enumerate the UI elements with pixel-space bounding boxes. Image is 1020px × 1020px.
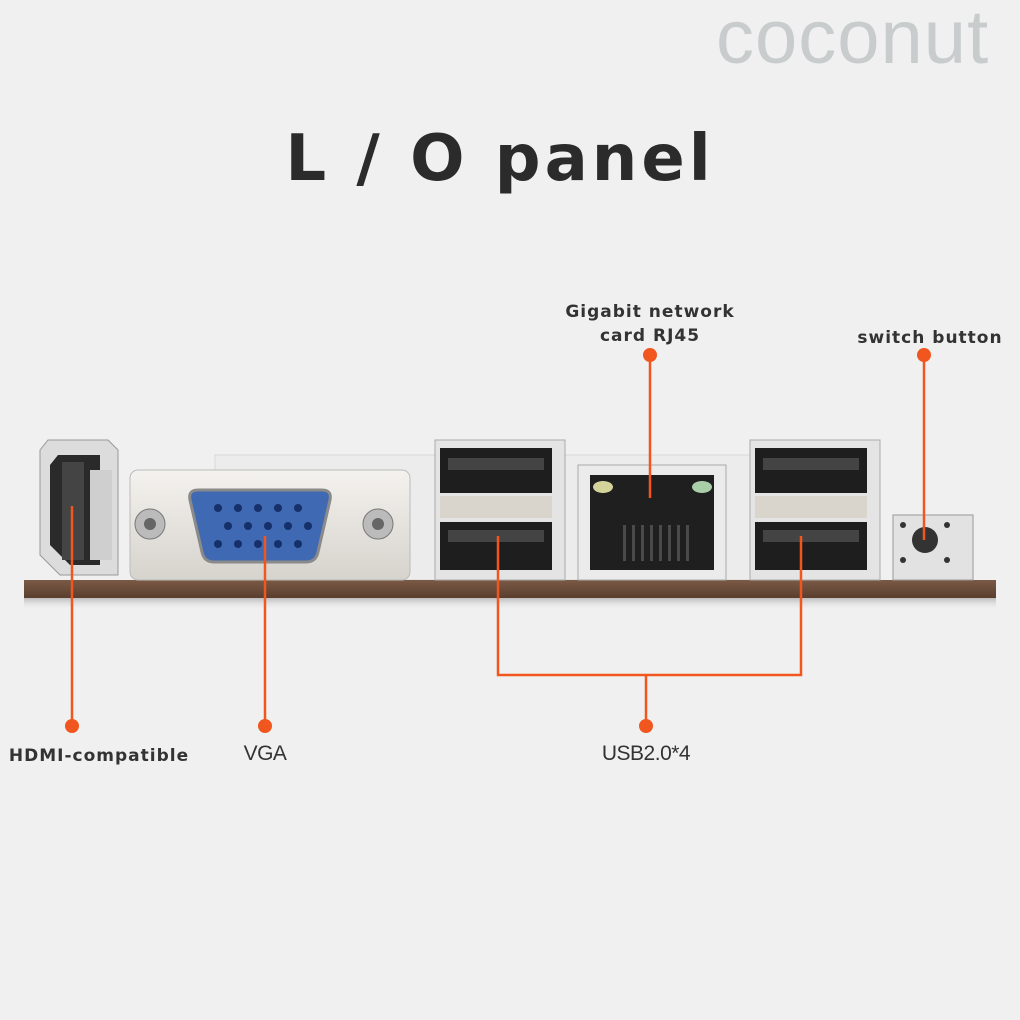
label-rj45-line2: card RJ45: [599, 326, 701, 346]
usb-port-stack-right: [749, 439, 881, 581]
usb-port-stack-left: [434, 439, 566, 581]
callout-lines: [70, 355, 926, 726]
dot-usb: [639, 719, 653, 733]
callout-dots: [65, 348, 931, 733]
dot-vga: [258, 719, 272, 733]
callout-usb: [496, 536, 803, 726]
hdmi-port: [39, 439, 119, 576]
label-rj45: Gigabit network card RJ45: [550, 300, 750, 348]
label-switch: switch button: [857, 328, 1003, 348]
switch-button: [892, 514, 974, 581]
label-rj45-line1: Gigabit network: [565, 302, 735, 322]
dot-hdmi: [65, 719, 79, 733]
watermark: coconut: [716, 0, 990, 80]
label-vga: VGA: [243, 742, 287, 765]
page-title: L / O panel: [285, 122, 715, 196]
pcb-board: [24, 580, 996, 598]
rj45-port: [577, 464, 727, 581]
vga-port: [129, 469, 411, 581]
label-usb: USB2.0*4: [601, 742, 691, 765]
dot-switch: [917, 348, 931, 362]
pcb-shadow: [24, 598, 996, 610]
label-hdmi: HDMI-compatible: [8, 746, 190, 766]
dot-rj45: [643, 348, 657, 362]
